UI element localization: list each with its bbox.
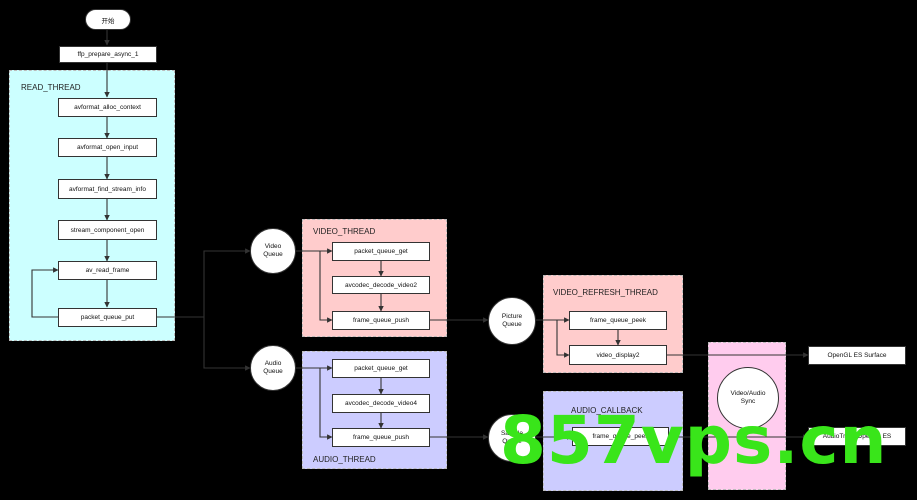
edge-split-audio [203, 317, 251, 371]
step-avformat-find-stream-info: avformat_find_stream_info [58, 179, 157, 199]
edge-put-loop [31, 267, 59, 318]
edge-vqueue-push-branch [319, 251, 333, 323]
output-opengl-es-surface: OpenGL ES Surface [808, 346, 906, 365]
edge-picture-display-branch [556, 320, 570, 358]
refresh-step-frame-queue-peek: frame_queue_peek [569, 311, 667, 330]
picture-queue: Picture Queue [488, 297, 536, 345]
watermark-text: 857vps.cn [500, 402, 888, 479]
audio-step-frame-queue-push: frame_queue_push [332, 428, 430, 447]
video-thread-label: VIDEO_THREAD [313, 227, 376, 236]
video-queue: Video Queue [250, 228, 296, 274]
read-thread-label: READ_THREAD [21, 83, 81, 92]
callback-step-frame-queue-peek: frame_queue_peek [572, 427, 669, 446]
step-packet-queue-put: packet_queue_put [58, 308, 157, 327]
video-step-avcodec-decode-video2: avcodec_decode_video2 [332, 276, 430, 294]
step-stream-component-open: stream_component_open [58, 220, 157, 240]
sample-queue: Sample Queue [488, 414, 536, 462]
video-step-packet-queue-get: packet_queue_get [332, 242, 430, 261]
step-avformat-open-input: avformat_open_input [58, 138, 157, 157]
audio-step-avcodec-decode-video4: avcodec_decode_video4 [332, 394, 430, 413]
prepare-node: ffp_prepare_async_1 [59, 46, 157, 63]
video-audio-sync: Video/Audio Sync [717, 367, 779, 429]
start-node: 开始 [85, 9, 131, 30]
refresh-step-video-display2: video_display2 [569, 345, 667, 365]
audio-step-packet-queue-get: packet_queue_get [332, 359, 430, 378]
step-av-read-frame: av_read_frame [58, 261, 157, 280]
edge-split-video [203, 248, 251, 317]
step-avformat-alloc-context: avformat_alloc_context [58, 98, 157, 117]
output-audiotrack-opensl-es: AudioTrack/OpenSL ES [808, 427, 906, 446]
audio-callback-label: AUDIO_CALLBACK [571, 406, 643, 415]
audio-thread-label: AUDIO_THREAD [313, 455, 376, 464]
audio-queue: Audio Queue [250, 345, 296, 391]
video-step-frame-queue-push: frame_queue_push [332, 311, 430, 330]
video-refresh-thread-label: VIDEO_REFRESH_THREAD [553, 288, 658, 297]
edge-aqueue-push-branch [319, 368, 333, 440]
